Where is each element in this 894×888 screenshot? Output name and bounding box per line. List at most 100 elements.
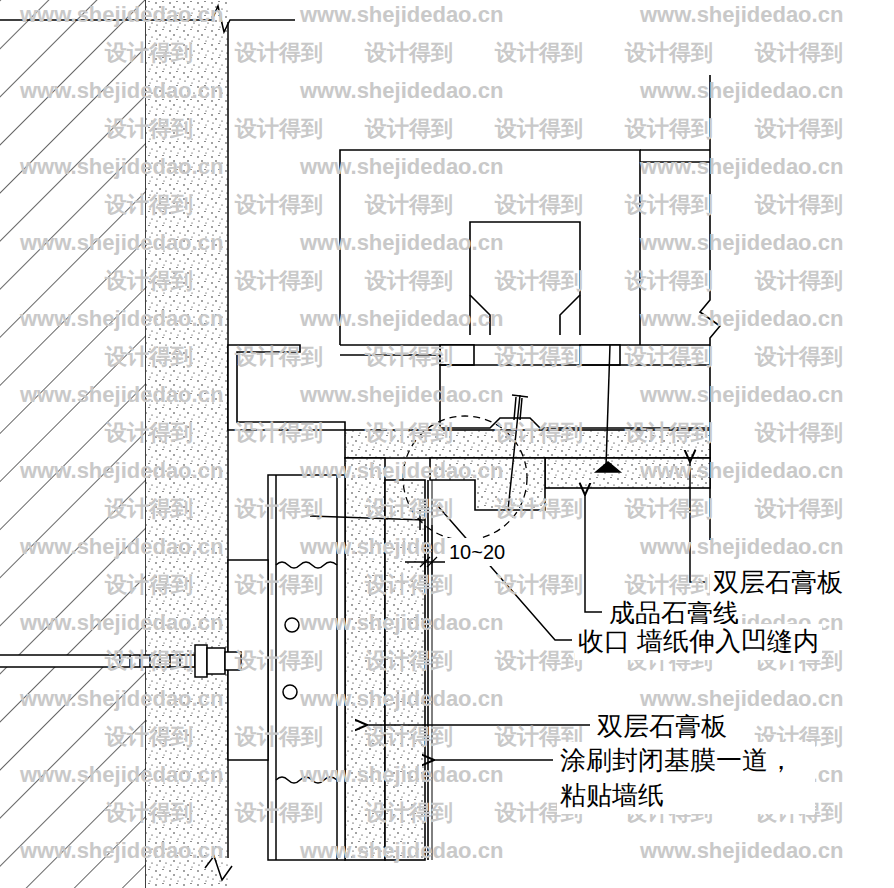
- watermark: 设计得到: [235, 116, 323, 142]
- watermark: www.shejidedao.cn: [640, 458, 843, 484]
- watermark: 设计得到: [105, 724, 193, 750]
- watermark: www.shejidedao.cn: [300, 2, 503, 28]
- watermark: www.shejidedao.cn: [20, 230, 223, 256]
- watermark: 设计得到: [625, 116, 713, 142]
- watermark: 设计得到: [365, 800, 453, 826]
- callout-label: 涂刷封闭基膜一道， 粘贴墙纸: [557, 742, 815, 814]
- watermark: 设计得到: [495, 268, 583, 294]
- watermark: www.shejidedao.cn: [640, 838, 843, 864]
- watermark: 设计得到: [755, 192, 843, 218]
- leader-line: [434, 759, 553, 761]
- watermark: www.shejidedao.cn: [20, 686, 223, 712]
- watermark: 设计得到: [495, 572, 583, 598]
- steel-stud: [283, 685, 297, 699]
- watermark: 设计得到: [105, 344, 193, 370]
- screw: [596, 462, 620, 472]
- watermark: 设计得到: [755, 496, 843, 522]
- watermark: 设计得到: [365, 420, 453, 446]
- watermark: www.shejidedao.cn: [300, 382, 503, 408]
- watermark: 设计得到: [625, 192, 713, 218]
- watermark: www.shejidedao.cn: [300, 762, 503, 788]
- watermark: 设计得到: [365, 116, 453, 142]
- watermark: 设计得到: [235, 800, 323, 826]
- watermark: www.shejidedao.cn: [640, 230, 843, 256]
- anchor-bolt: [207, 648, 225, 674]
- watermark: 设计得到: [235, 648, 323, 674]
- watermark: 设计得到: [235, 344, 323, 370]
- watermark: 设计得到: [625, 496, 713, 522]
- main-runner: [640, 149, 710, 151]
- watermark: 设计得到: [495, 192, 583, 218]
- watermark: 设计得到: [365, 648, 453, 674]
- watermark: 设计得到: [495, 116, 583, 142]
- watermark: 设计得到: [625, 420, 713, 446]
- plaster-layer: [212, 6, 295, 32]
- watermark: 设计得到: [105, 572, 193, 598]
- watermark: 设计得到: [755, 268, 843, 294]
- anchor-bolt: [0, 645, 241, 677]
- watermark: 设计得到: [495, 344, 583, 370]
- watermark: 设计得到: [235, 40, 323, 66]
- watermark: 设计得到: [755, 116, 843, 142]
- watermark: www.shejidedao.cn: [20, 2, 223, 28]
- watermark: 设计得到: [365, 724, 453, 750]
- watermark: www.shejidedao.cn: [20, 78, 223, 104]
- watermark: 设计得到: [235, 192, 323, 218]
- watermark: 设计得到: [365, 344, 453, 370]
- watermark: www.shejidedao.cn: [640, 154, 843, 180]
- watermark: 设计得到: [365, 268, 453, 294]
- screw: [606, 345, 610, 466]
- watermark: 设计得到: [365, 572, 453, 598]
- watermark: 设计得到: [495, 40, 583, 66]
- steel-stud: [336, 475, 338, 860]
- watermark: www.shejidedao.cn: [20, 382, 223, 408]
- callout-label: 收口 墙纸伸入凹缝内: [575, 624, 822, 660]
- watermark: www.shejidedao.cn: [20, 306, 223, 332]
- watermark: www.shejidedao.cn: [300, 458, 503, 484]
- watermark: 设计得到: [755, 40, 843, 66]
- watermark: 设计得到: [365, 496, 453, 522]
- watermark: 设计得到: [105, 116, 193, 142]
- dimension-text: 10~20: [446, 538, 508, 566]
- screw: [310, 345, 620, 530]
- watermark: 设计得到: [365, 192, 453, 218]
- watermark: www.shejidedao.cn: [300, 686, 503, 712]
- watermark: www.shejidedao.cn: [20, 838, 223, 864]
- watermark: 设计得到: [235, 420, 323, 446]
- steel-stud: [285, 618, 299, 632]
- watermark: www.shejidedao.cn: [300, 78, 503, 104]
- watermark: 设计得到: [235, 268, 323, 294]
- watermark: 设计得到: [235, 496, 323, 522]
- steel-stud: [228, 475, 345, 860]
- watermark: 设计得到: [365, 40, 453, 66]
- watermark: www.shejidedao.cn: [640, 2, 843, 28]
- watermark: www.shejidedao.cn: [20, 610, 223, 636]
- watermark: 设计得到: [105, 648, 193, 674]
- watermark: www.shejidedao.cn: [20, 458, 223, 484]
- furring-channel: [580, 345, 620, 365]
- watermark: 设计得到: [625, 344, 713, 370]
- watermark: 设计得到: [105, 192, 193, 218]
- watermark: 设计得到: [105, 496, 193, 522]
- watermark: www.shejidedao.cn: [300, 610, 503, 636]
- watermark: 设计得到: [755, 344, 843, 370]
- watermark: www.shejidedao.cn: [640, 306, 843, 332]
- watermark: 设计得到: [235, 724, 323, 750]
- watermark: 设计得到: [105, 800, 193, 826]
- screw: [512, 395, 528, 420]
- watermark: www.shejidedao.cn: [20, 534, 223, 560]
- watermark: 设计得到: [105, 420, 193, 446]
- leader-line: [585, 495, 602, 612]
- watermark: 设计得到: [625, 268, 713, 294]
- anchor-bolt: [195, 645, 207, 677]
- watermark: www.shejidedao.cn: [20, 154, 223, 180]
- watermark: 设计得到: [235, 572, 323, 598]
- watermark: www.shejidedao.cn: [300, 154, 503, 180]
- steel-stud: [276, 562, 337, 568]
- callout-label: 双层石膏板: [594, 709, 730, 745]
- watermark: www.shejidedao.cn: [300, 838, 503, 864]
- watermark: 设计得到: [495, 496, 583, 522]
- watermark: 设计得到: [755, 420, 843, 446]
